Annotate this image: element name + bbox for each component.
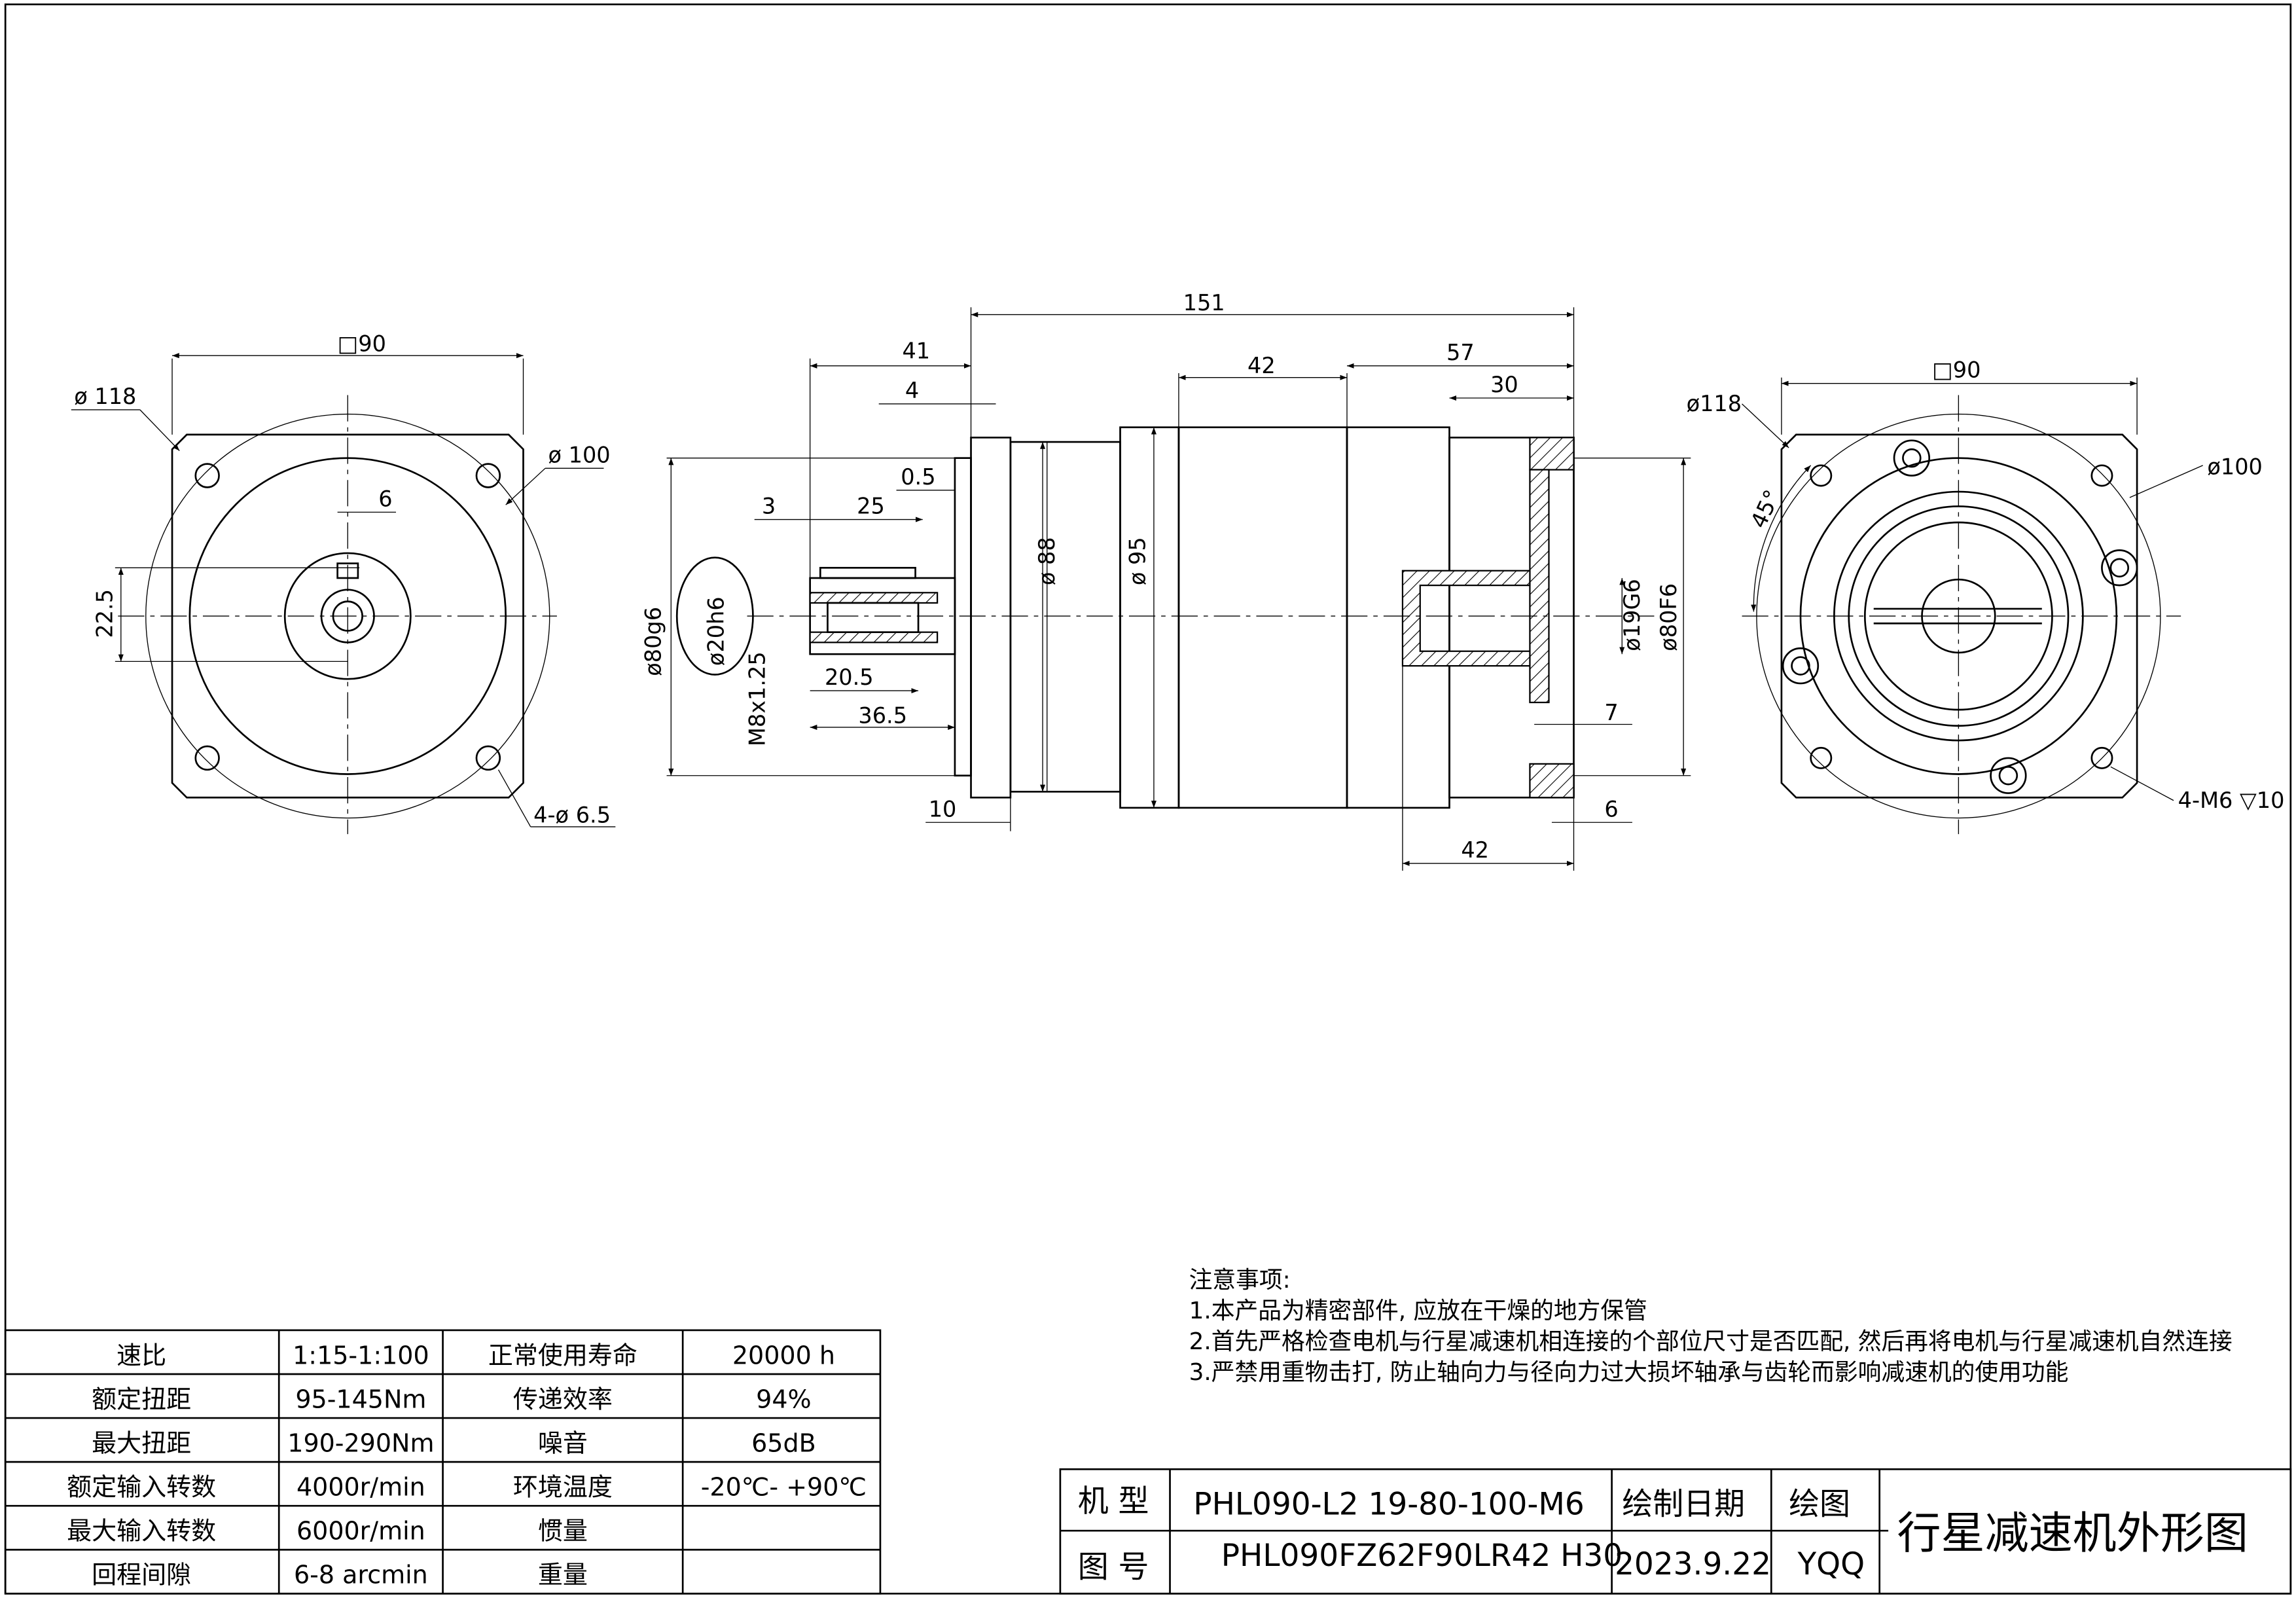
spec-value: 6000r/min [296,1517,425,1546]
side-view: 151 41 4 42 57 30 0.5 3 25 ø80g6 ø20h6 M… [641,290,1691,871]
dim-left-key: 6 [378,486,392,511]
spec-value: 4000r/min [296,1473,425,1502]
drawing-no-label: 图 号 [1078,1550,1149,1586]
drawer-label: 绘图 [1789,1487,1850,1523]
spec-label: 惯量 [538,1517,588,1546]
spec-table: 速比 1:15-1:100 正常使用寿命 20000 h 额定扭距 95-145… [4,1329,882,1595]
dim-right-d118: ø118 [1687,391,1742,416]
dim-overall-length: 151 [1183,290,1225,316]
dim-42-bottom: 42 [1461,837,1489,863]
spec-value: 65dB [751,1428,816,1457]
dim-left-square: □90 [338,331,386,356]
dim-m8: M8x1.25 [744,651,770,746]
spec-label: 回程间隙 [92,1561,191,1589]
dim-20-5: 20.5 [825,664,874,690]
spec-value: -20℃- +90℃ [701,1473,867,1502]
dim-36-5: 36.5 [858,702,907,728]
dim-right-square: □90 [1932,357,1981,383]
spec-value: 190-290Nm [287,1428,434,1457]
spec-label: 速比 [117,1341,166,1370]
dim-left-holes: 4-ø 6.5 [533,802,611,827]
spec-value: 1:15-1:100 [293,1341,429,1370]
notes: 注意事项: 1.本产品为精密部件, 应放在干燥的地方保管 2.首先严格检查电机与… [1189,1267,2233,1386]
dim-42-top: 42 [1247,353,1276,378]
dim-right-holes: 4-M6 ▽10 [2178,788,2285,813]
dim-right-d100: ø100 [2207,454,2262,479]
spec-value: 95-145Nm [295,1385,426,1413]
notes-title: 注意事项: [1189,1267,1291,1294]
dim-right-45: 45° [1746,486,1785,532]
dim-6: 6 [1604,796,1618,822]
spec-value: 6-8 arcmin [294,1561,428,1589]
dim-10: 10 [929,796,957,822]
note-item: 3.严禁用重物击打, 防止轴向力与径向力过大损坏轴承与齿轮而影响减速机的使用功能 [1189,1359,2069,1386]
spec-label: 重量 [538,1561,588,1589]
note-item: 2.首先严格检查电机与行星减速机相连接的个部位尺寸是否匹配, 然后再将电机与行星… [1189,1328,2233,1355]
dim-30: 30 [1490,372,1518,397]
bolt-hole-icon [1810,464,2113,769]
bolt-hole-icon [194,463,501,771]
dim-57: 57 [1446,340,1475,365]
screw-hole-icon [1782,439,2138,794]
spec-label: 额定输入转数 [67,1473,216,1502]
spec-label: 额定扭距 [92,1385,191,1413]
dim-7: 7 [1604,700,1618,725]
dim-d20h6: ø20h6 [704,596,729,666]
dim-left-d118: ø 118 [74,384,136,409]
title-block: 机 型 PHL090-L2 19-80-100-M6 图 号 PHL090FZ6… [1059,1468,2292,1595]
note-item: 1.本产品为精密部件, 应放在干燥的地方保管 [1189,1298,1647,1324]
input-end-view: □90 ø 118 ø 100 6 22.5 4-ø 6.5 [71,331,616,835]
dim-d19g6: ø19G6 [1619,579,1645,651]
dim-25: 25 [857,494,885,519]
dim-d95: ø 95 [1125,537,1151,585]
spec-value: 94% [756,1385,811,1413]
dim-3: 3 [762,494,776,519]
dim-left-h: 22.5 [92,589,117,638]
drawing-no-value: PHL090FZ62F90LR42 H30 [1221,1538,1623,1574]
output-end-view: □90 ø118 ø100 45° 4-M6 ▽10 [1687,357,2285,835]
spec-label: 环境温度 [513,1473,613,1502]
date-value: 2023.9.22 [1615,1546,1771,1582]
dim-0-5: 0.5 [901,464,935,490]
spec-label: 最大输入转数 [67,1517,216,1546]
model-value: PHL090-L2 19-80-100-M6 [1193,1487,1584,1523]
drawer-value: YQQ [1797,1546,1865,1582]
spec-label: 正常使用寿命 [488,1341,637,1370]
dim-d80g6: ø80g6 [641,607,666,676]
spec-label: 最大扭距 [92,1428,191,1457]
drawing-title: 行星减速机外形图 [1897,1508,2248,1559]
spec-label: 噪音 [538,1428,588,1457]
date-label: 绘制日期 [1622,1487,1745,1523]
model-label: 机 型 [1078,1483,1149,1519]
dim-d80f6: ø80F6 [1656,583,1681,651]
dim-d88: ø 88 [1034,537,1060,585]
spec-label: 传递效率 [513,1385,613,1413]
dim-4: 4 [905,378,919,403]
dim-41: 41 [902,338,930,364]
spec-value: 20000 h [732,1341,835,1370]
dim-left-d100: ø 100 [548,442,611,467]
